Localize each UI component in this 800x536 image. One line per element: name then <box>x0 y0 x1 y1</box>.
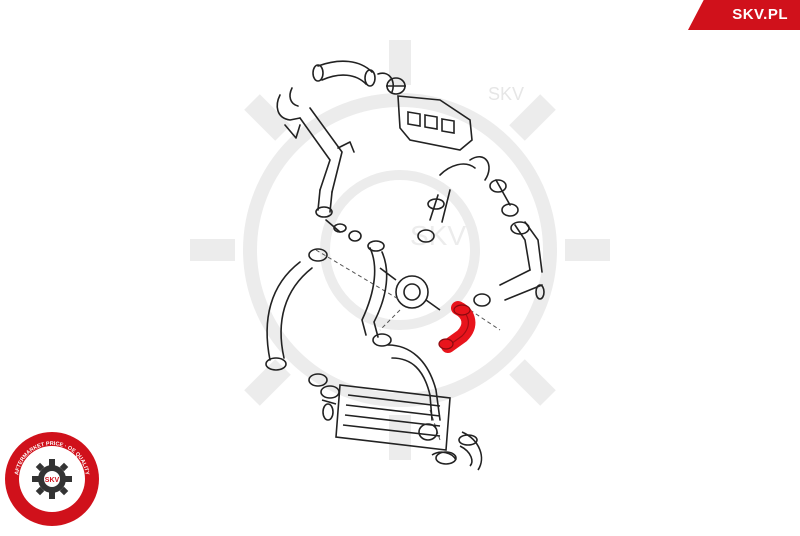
intercooler <box>321 384 451 451</box>
intake-manifold <box>386 77 473 151</box>
brand-label: SKV.PL <box>732 6 788 23</box>
highlighted-hose <box>438 293 491 353</box>
watermark-text: SKV <box>488 84 524 104</box>
seal-center-text: SKV <box>45 477 60 484</box>
right-hose-assembly <box>417 156 545 301</box>
turbocharger <box>379 267 441 311</box>
gear-watermark <box>190 40 610 460</box>
lower-left-hoses <box>265 240 441 421</box>
brand-banner: SKV.PL <box>688 0 800 30</box>
brand-banner-background <box>688 0 800 30</box>
watermark-text-2: SKV <box>410 220 466 251</box>
upper-pipe-assembly <box>276 60 394 242</box>
lower-elbows <box>431 431 483 471</box>
auto-parts-seal: SKV AFTERMARKET PRICE · OE QUALITY AUTO … <box>5 432 99 526</box>
